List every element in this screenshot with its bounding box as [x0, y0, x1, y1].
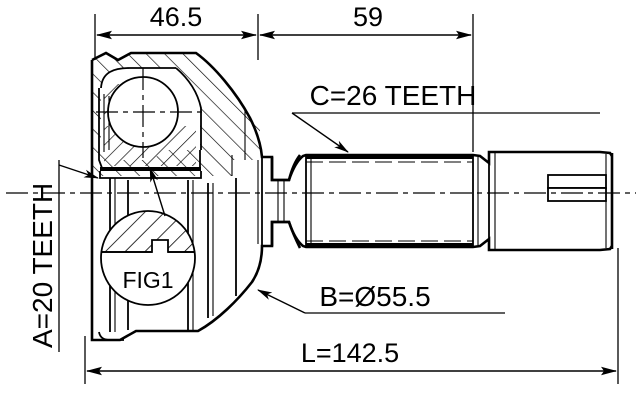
fig1-detail-circle: [100, 210, 196, 306]
dimension-59-label: 59: [353, 2, 383, 32]
retaining-ring-groove: [547, 174, 607, 202]
dimension-total-length-label: L=142.5: [301, 338, 399, 368]
callout-b-label: B=Ø55.5: [319, 281, 430, 312]
dimension-46-5-label: 46.5: [150, 2, 203, 32]
fig1-label: FIG1: [122, 267, 173, 293]
dimension-total-length: L=142.5: [84, 248, 619, 384]
splined-shaft: [270, 150, 614, 252]
spline-teeth-bands: [306, 155, 473, 247]
callout-a-20-teeth: A=20 TEETH: [27, 160, 99, 352]
dimension-46-5: 46.5: [94, 2, 259, 60]
callout-a-label: A=20 TEETH: [27, 183, 58, 348]
dimension-59: 59: [259, 2, 474, 152]
callout-b-diameter: B=Ø55.5: [257, 281, 505, 314]
callout-c-26-teeth: C=26 TEETH: [291, 80, 600, 153]
callout-c-label: C=26 TEETH: [310, 80, 477, 111]
cv-joint-body: [90, 51, 302, 342]
